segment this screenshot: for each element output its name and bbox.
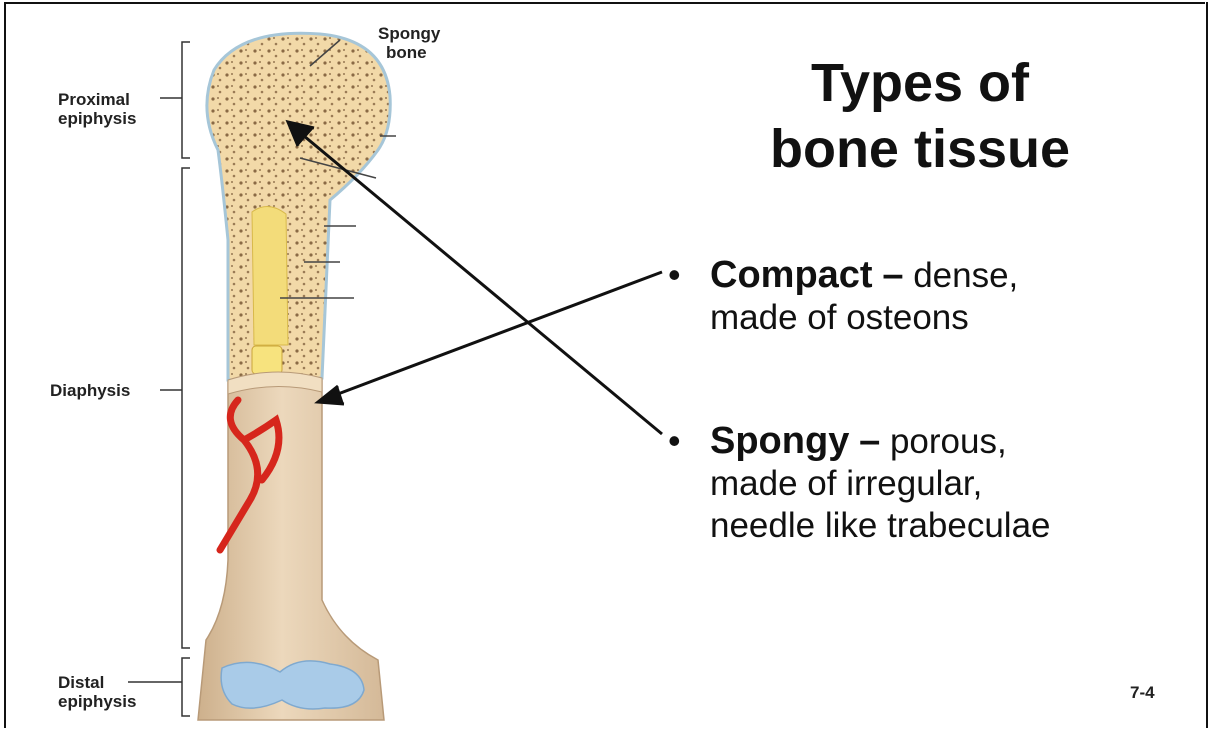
bullet-dot-icon: • <box>668 420 681 462</box>
compact-desc-2: made of osteons <box>710 298 969 337</box>
distal-bracket <box>128 658 190 716</box>
compact-desc-1: dense, <box>913 256 1018 295</box>
marrow-plug <box>252 346 282 374</box>
proximal-bracket <box>160 42 190 158</box>
spongy-term: Spongy <box>710 420 849 462</box>
distal-cartilage <box>221 661 364 709</box>
spongy-bone-label: Spongy bone <box>378 24 440 62</box>
page-title: Types of bone tissue <box>700 50 1140 182</box>
spongy-desc-3: needle like trabeculae <box>710 506 1051 545</box>
slide-number: 7-4 <box>1130 683 1155 703</box>
spongy-desc-2: made of irregular, <box>710 464 982 503</box>
medullary-cavity <box>252 206 288 345</box>
diaphysis-label: Diaphysis <box>50 381 130 400</box>
spongy-arrow <box>288 122 662 434</box>
spongy-dash: – <box>859 420 880 462</box>
bullet-dot-icon: • <box>668 254 681 296</box>
spongy-desc-1: porous, <box>890 422 1007 461</box>
proximal-epiphysis-label: Proximal epiphysis <box>58 90 136 128</box>
proximal-epiphysis <box>207 33 390 380</box>
compact-term: Compact <box>710 254 873 296</box>
diaphysis-bracket <box>160 168 190 648</box>
distal-epiphysis-label: Distal epiphysis <box>58 673 136 711</box>
compact-dash: – <box>882 254 903 296</box>
